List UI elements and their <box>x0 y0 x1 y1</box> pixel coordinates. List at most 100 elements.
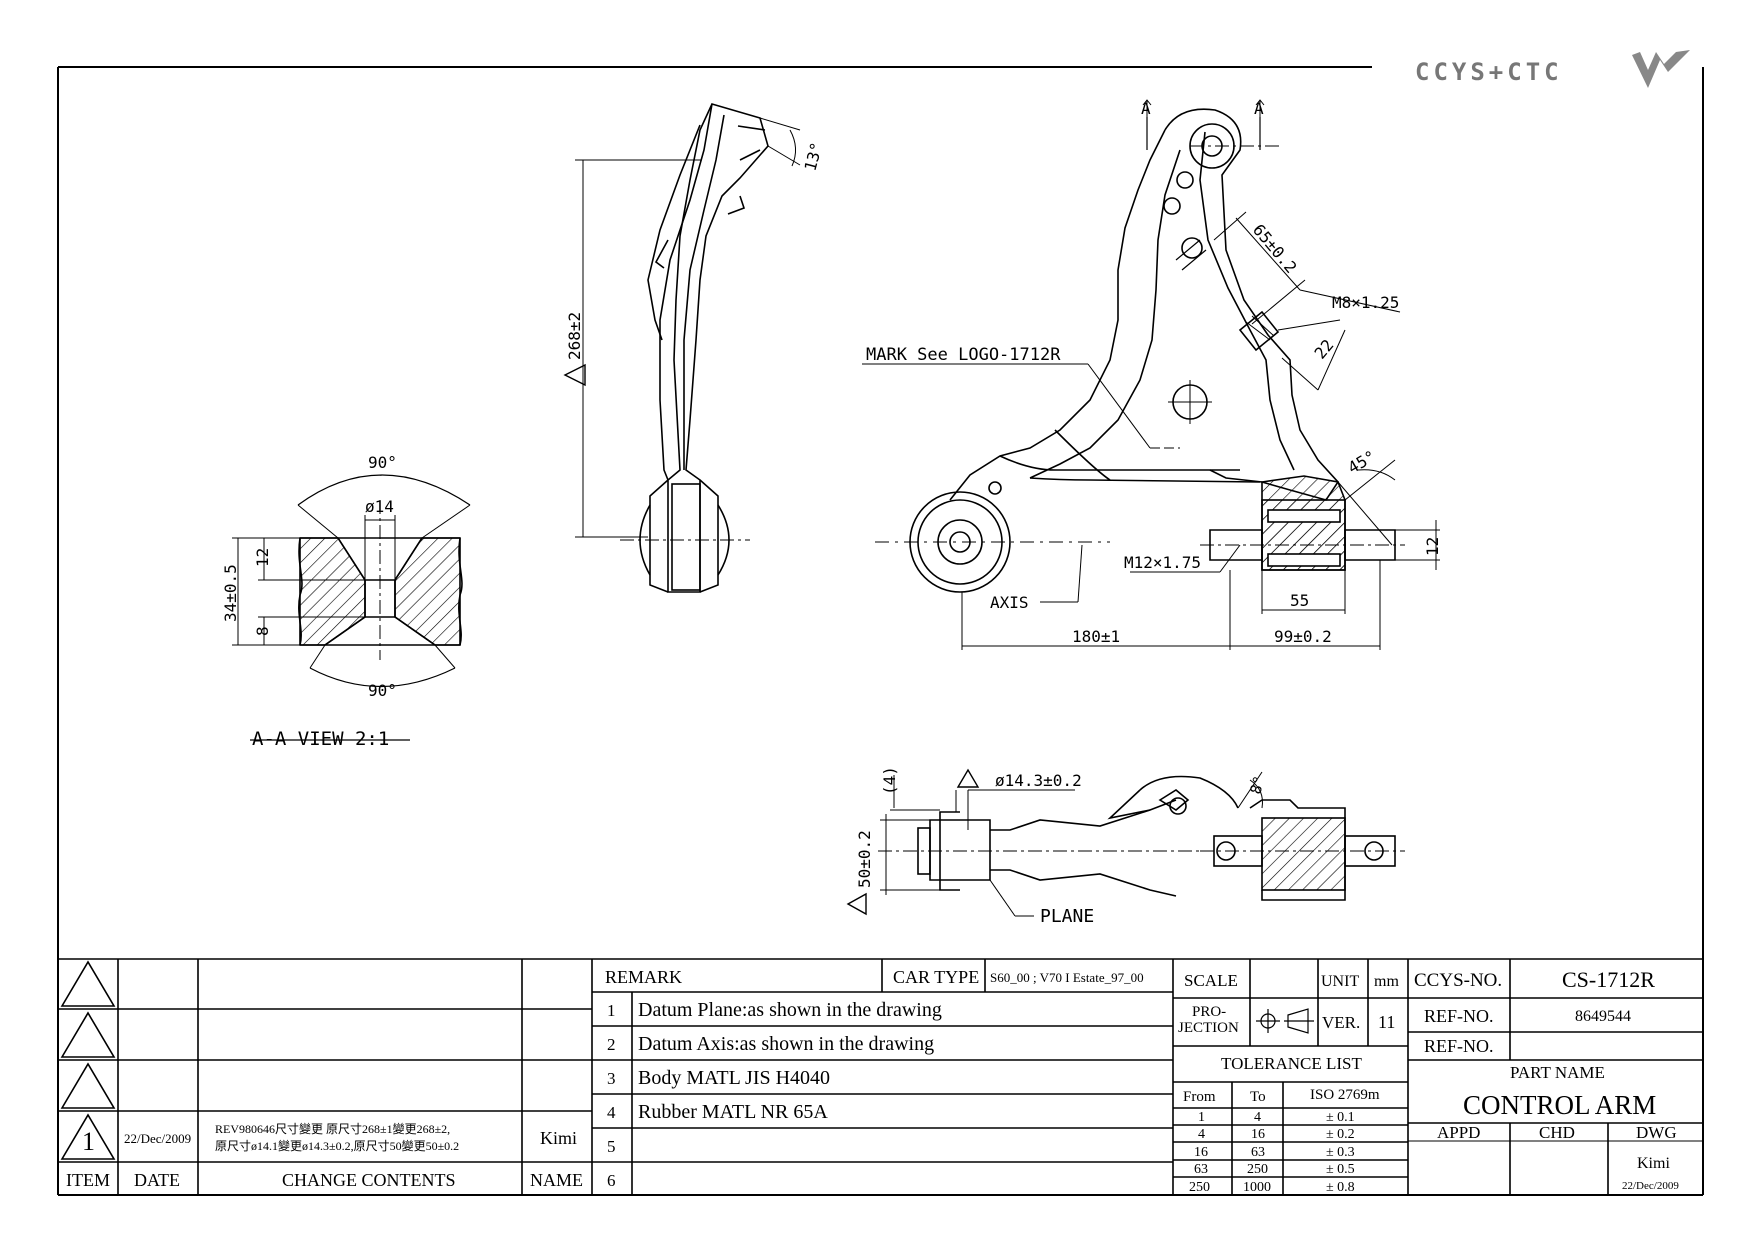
rev-triangle-icon <box>60 960 116 1007</box>
mark-note: MARK See LOGO-1712R <box>866 345 1061 365</box>
remark-no-2: 2 <box>607 1035 616 1054</box>
remark-no-5: 5 <box>607 1137 616 1156</box>
tol-row-1-to: 4 <box>1254 1110 1261 1125</box>
dim-length-268: 268±2 <box>565 312 584 360</box>
remark-no-1: 1 <box>607 1001 616 1020</box>
border-frame <box>57 66 1704 1196</box>
tol-row-4-tol: ± 0.5 <box>1326 1162 1355 1177</box>
tol-row-5-tol: ± 0.8 <box>1326 1180 1355 1195</box>
ref-no-label: REF-NO. <box>1424 1006 1494 1026</box>
ccys-no-value: CS-1712R <box>1562 967 1655 992</box>
part-name-value: CONTROL ARM <box>1463 1090 1656 1120</box>
thread-m8: M8×1.25 <box>1332 293 1399 312</box>
company-logo: CCYS+CTC <box>1415 50 1690 88</box>
tol-row-3-tol: ± 0.3 <box>1326 1145 1355 1160</box>
dim-angle-45: 45° <box>1345 447 1380 478</box>
rev-triangle-icon <box>60 1062 116 1109</box>
remark-text-3: Body MATL JIS H4040 <box>638 1067 830 1089</box>
dim-angle-8: 8° <box>1246 774 1268 796</box>
tol-row-3-to: 63 <box>1251 1145 1265 1160</box>
title-block-grid <box>58 958 1703 1195</box>
rev-date-1: 22/Dec/2009 <box>124 1131 191 1146</box>
rev-header-contents: CHANGE CONTENTS <box>282 1170 456 1190</box>
scale-label: SCALE <box>1184 971 1238 990</box>
tolerance-title: TOLERANCE LIST <box>1221 1054 1362 1073</box>
dim-180: 180±1 <box>1072 627 1120 646</box>
top-view <box>878 771 1405 917</box>
remark-text-4: Rubber MATL NR 65A <box>638 1101 828 1123</box>
logo-emblem-icon <box>1632 50 1690 88</box>
ver-label: VER. <box>1322 1013 1360 1032</box>
car-type-value: S60_00 ; V70 I Estate_97_00 <box>990 970 1144 985</box>
dim-65: 65±0.2 <box>1249 220 1301 276</box>
thread-m12: M12×1.75 <box>1124 553 1201 572</box>
tol-row-1-tol: ± 0.1 <box>1326 1110 1355 1125</box>
tol-row-2-from: 4 <box>1198 1127 1205 1142</box>
projection-label-2: JECTION <box>1178 1020 1239 1036</box>
dim-height-12: 12 <box>253 548 272 567</box>
tol-row-2-tol: ± 0.2 <box>1326 1127 1355 1142</box>
dim-height-34: 34±0.5 <box>221 564 240 622</box>
dim-angle-top: 90° <box>368 453 397 472</box>
dim-height-8: 8 <box>253 626 272 636</box>
tol-header-from: From <box>1183 1089 1216 1105</box>
projection-label-1: PRO- <box>1192 1004 1226 1020</box>
ver-value: 11 <box>1378 1012 1395 1032</box>
remark-no-6: 6 <box>607 1171 616 1190</box>
dim-55: 55 <box>1290 591 1309 610</box>
side-view <box>575 103 801 593</box>
tol-row-3-from: 16 <box>1194 1145 1208 1160</box>
tol-row-5-to: 1000 <box>1243 1180 1271 1195</box>
front-view <box>862 99 1440 650</box>
dim-dia-14: ø14 <box>365 497 394 516</box>
dim-12b: 12 <box>1423 537 1442 556</box>
car-type-label: CAR TYPE <box>893 967 979 987</box>
tol-header-iso: ISO 2769m <box>1310 1087 1380 1103</box>
rev-triangle-icon <box>60 1113 116 1160</box>
chd-label: CHD <box>1539 1123 1575 1142</box>
dim-22: 22 <box>1311 336 1338 363</box>
dwg-name: Kimi <box>1637 1155 1670 1172</box>
rev-header-item: ITEM <box>66 1170 110 1190</box>
rev-header-date: DATE <box>134 1170 180 1190</box>
unit-label: UNIT <box>1321 973 1359 990</box>
ccys-no-label: CCYS-NO. <box>1414 970 1502 991</box>
ref-no2-label: REF-NO. <box>1424 1036 1494 1056</box>
rev-triangle-icon <box>60 1011 116 1058</box>
tol-row-5-from: 250 <box>1189 1180 1210 1195</box>
dwg-date: 22/Dec/2009 <box>1622 1180 1679 1192</box>
remark-header: REMARK <box>605 967 682 987</box>
section-mark-right: A <box>1254 99 1264 118</box>
datum-triangle-icon <box>563 363 586 387</box>
dim-50: 50±0.2 <box>855 830 874 888</box>
unit-value: mm <box>1374 973 1399 990</box>
remark-no-3: 3 <box>607 1069 616 1088</box>
remark-text-2: Datum Axis:as shown in the drawing <box>638 1033 934 1055</box>
part-name-label: PART NAME <box>1510 1063 1605 1082</box>
tol-row-2-to: 16 <box>1251 1127 1265 1142</box>
plane-label: PLANE <box>1040 906 1094 927</box>
dim-angle-bottom: 90° <box>368 681 397 700</box>
rev-contents-1a: REV980646尺寸變更 原尺寸268±1變更268±2, <box>215 1121 450 1136</box>
remark-no-4: 4 <box>607 1103 616 1122</box>
tol-row-1-from: 1 <box>1198 1110 1205 1125</box>
remark-text-1: Datum Plane:as shown in the drawing <box>638 999 942 1021</box>
tol-row-4-from: 63 <box>1194 1162 1208 1177</box>
appd-label: APPD <box>1437 1123 1480 1142</box>
section-hatch-left <box>299 537 366 646</box>
rev-header-name: NAME <box>530 1170 583 1190</box>
tol-row-4-to: 250 <box>1247 1162 1268 1177</box>
dim-4: (4) <box>880 766 899 795</box>
section-view-label: A-A VIEW 2:1 <box>252 728 389 750</box>
revision-triangles <box>60 960 116 1160</box>
rev-item-1: 1 <box>82 1127 95 1156</box>
ref-no-value: 8649544 <box>1575 1008 1631 1025</box>
rev-name-1: Kimi <box>540 1128 577 1148</box>
logo-text: CCYS+CTC <box>1415 58 1563 86</box>
axis-label: AXIS <box>990 593 1029 612</box>
dim-99: 99±0.2 <box>1274 627 1332 646</box>
dwg-label: DWG <box>1636 1123 1677 1142</box>
section-view-aa <box>232 474 471 741</box>
dim-dia-14-3: ø14.3±0.2 <box>995 771 1082 790</box>
